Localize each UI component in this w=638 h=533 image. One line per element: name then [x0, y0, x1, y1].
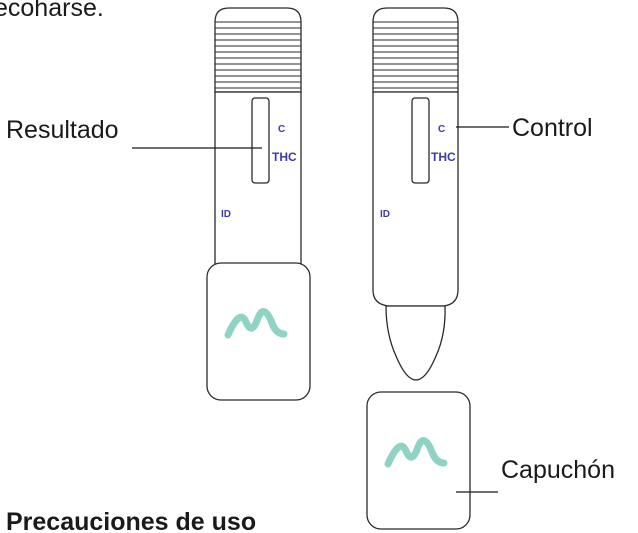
collector-tip [385, 305, 446, 381]
section-heading: Precauciones de uso [6, 508, 256, 533]
control-marking-right: C [438, 124, 445, 135]
grip-lines-right [373, 21, 458, 89]
control-marking-left: C [278, 124, 285, 135]
thc-marking-left: THC [272, 150, 297, 164]
callout-cap-label: Capuchón [501, 456, 615, 484]
logo-wave-icon [224, 308, 288, 339]
grip-left [214, 7, 302, 93]
test-device-right: C THC ID [372, 7, 459, 381]
cap-attached [206, 262, 311, 401]
cap-detached [366, 391, 471, 530]
result-window-right [411, 97, 430, 184]
grip-lines-left [215, 21, 301, 89]
callout-result-label: Resultado [6, 116, 119, 144]
logo-wave-icon [384, 437, 448, 468]
cap-detached-body [366, 391, 471, 530]
thc-marking-right: THC [431, 150, 456, 164]
grip-right [372, 7, 459, 93]
id-marking-left: ID [221, 209, 231, 220]
callout-control-label: Control [512, 114, 593, 142]
id-marking-right: ID [380, 209, 390, 220]
result-window-left [251, 97, 270, 184]
test-device-left: C THC ID [206, 7, 311, 401]
header-fragment: ecoharse. [0, 0, 104, 22]
